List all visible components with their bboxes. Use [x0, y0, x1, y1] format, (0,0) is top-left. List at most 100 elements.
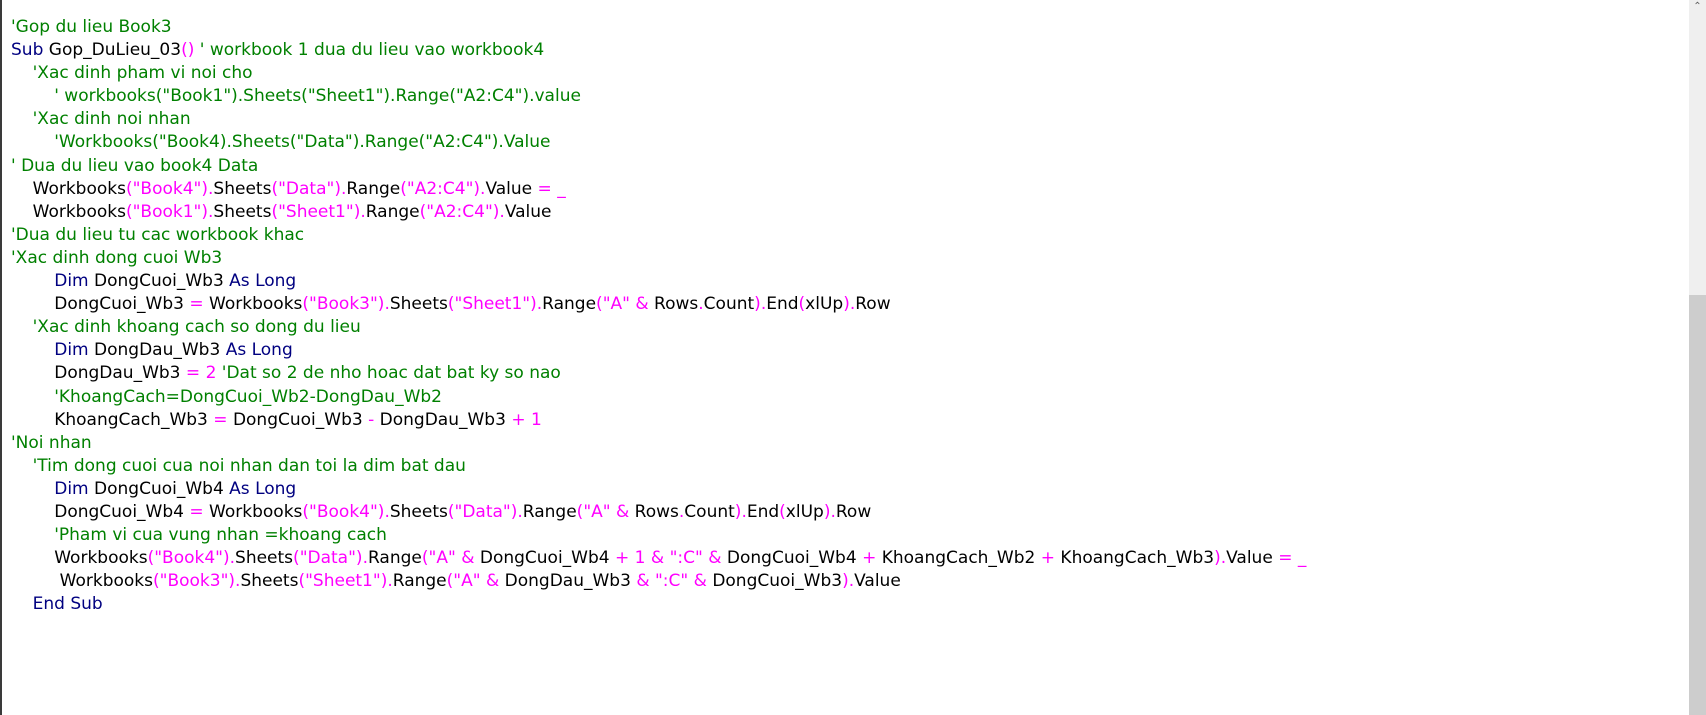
code-literal: .: [384, 294, 390, 315]
code-token: [11, 86, 54, 106]
code-literal: .: [760, 294, 767, 315]
code-literal: (: [798, 294, 806, 315]
code-line[interactable]: 'Xac dinh noi nhan: [11, 108, 1306, 131]
code-literal: &: [636, 571, 650, 592]
code-line[interactable]: Dim DongCuoi_Wb3 As Long: [11, 270, 1306, 293]
code-literal: +: [1040, 548, 1056, 569]
code-line[interactable]: 'Noi nhan: [11, 432, 1306, 455]
code-literal: .: [480, 178, 486, 199]
code-literal: ): [380, 571, 388, 592]
code-token: [11, 63, 33, 83]
scrollbar-thumb[interactable]: [1689, 295, 1706, 715]
code-token: [11, 571, 60, 591]
code-literal: .: [517, 501, 523, 522]
code-keyword: As: [229, 271, 250, 292]
code-keyword: Long: [251, 340, 293, 361]
code-line[interactable]: 'Xac dinh pham vi noi cho: [11, 62, 1306, 85]
code-line[interactable]: ' workbooks("Book1").Sheets("Sheet1").Ra…: [11, 85, 1306, 108]
code-token: DongDau_Wb3: [54, 363, 181, 384]
code-literal: =: [189, 501, 204, 522]
code-line[interactable]: 'Xac dinh dong cuoi Wb3: [11, 247, 1306, 270]
code-literal: (: [271, 178, 279, 199]
code-comment: 'KhoangCach=DongCuoi_Wb2-DongDau_Wb2: [54, 386, 442, 407]
code-line[interactable]: DongCuoi_Wb3 = Workbooks("Book3").Sheets…: [11, 293, 1306, 316]
code-token: [11, 456, 33, 476]
code-literal: +: [862, 548, 877, 569]
code-literal: .: [384, 501, 390, 522]
code-token: Value: [854, 571, 901, 592]
code-literal: (: [596, 294, 603, 315]
code-literal: (: [147, 548, 155, 569]
code-literal: ): [842, 571, 849, 592]
code-token: [11, 363, 54, 383]
code-comment: 'Pham vi cua vung nhan =khoang cach: [54, 525, 387, 546]
code-line[interactable]: ' Dua du lieu vao book4 Data: [11, 155, 1306, 178]
code-line[interactable]: DongDau_Wb3 = 2 'Dat so 2 de nho hoac da…: [11, 362, 1306, 385]
code-literal: .: [362, 548, 368, 569]
code-token: [11, 502, 54, 522]
code-line[interactable]: End Sub: [11, 593, 1306, 616]
code-literal: ): [843, 294, 850, 315]
code-line[interactable]: Workbooks("Book1").Sheets("Sheet1").Rang…: [11, 201, 1306, 224]
code-line[interactable]: 'Xac dinh khoang cach so dong du lieu: [11, 316, 1306, 339]
code-line[interactable]: Sub Gop_DuLieu_03() ' workbook 1 dua du …: [11, 39, 1306, 62]
code-token: KhoangCach_Wb3: [1060, 548, 1215, 569]
code-token: DongDau_Wb3: [504, 571, 631, 592]
code-line[interactable]: DongCuoi_Wb4 = Workbooks("Book4").Sheets…: [11, 501, 1306, 524]
code-literal: (: [152, 571, 160, 592]
code-line[interactable]: 'Workbooks("Book4).Sheets("Data").Range(…: [11, 131, 1306, 154]
code-literal: &: [650, 548, 665, 569]
code-literal: ): [1214, 548, 1221, 569]
code-line[interactable]: KhoangCach_Wb3 = DongCuoi_Wb3 - DongDau_…: [11, 409, 1306, 432]
code-literal: (: [271, 201, 279, 222]
code-literal: =: [185, 363, 201, 384]
code-line[interactable]: 'Gop du lieu Book3: [11, 16, 1306, 39]
code-token: [11, 479, 54, 499]
code-literal: ): [530, 294, 537, 315]
code-literal: _: [1297, 548, 1307, 569]
code-literal: (: [293, 548, 300, 569]
code-token: Value: [1226, 548, 1273, 569]
code-token: Sheets: [213, 178, 272, 199]
code-line[interactable]: 'KhoangCach=DongCuoi_Wb2-DongDau_Wb2: [11, 386, 1306, 409]
code-literal: (: [419, 201, 427, 222]
code-token: xlUp: [785, 501, 824, 522]
code-token: [11, 594, 33, 614]
code-line[interactable]: Dim DongDau_Wb3 As Long: [11, 339, 1306, 362]
code-literal: (: [446, 571, 454, 592]
code-token: [11, 387, 54, 407]
code-literal: "Book4": [154, 548, 223, 569]
code-literal: "A": [453, 571, 481, 592]
code-keyword: Dim: [54, 340, 89, 361]
code-literal: ":C": [654, 571, 689, 592]
code-literal: "Book4": [132, 178, 202, 199]
code-line[interactable]: 'Pham vi cua vung nhan =khoang cach: [11, 524, 1306, 547]
code-token: DongCuoi_Wb3: [54, 294, 184, 315]
code-comment: 'Xac dinh pham vi noi cho: [32, 63, 253, 84]
vertical-scrollbar[interactable]: ⌃: [1689, 0, 1706, 715]
code-line[interactable]: Workbooks("Book3").Sheets("Sheet1").Rang…: [11, 570, 1306, 593]
code-literal: =: [1278, 548, 1293, 569]
code-line[interactable]: Dim DongCuoi_Wb4 As Long: [11, 478, 1306, 501]
code-literal: ): [473, 178, 481, 199]
code-literal: .: [849, 294, 856, 315]
code-literal: .: [235, 571, 241, 592]
code-literal: "Book3": [159, 571, 229, 592]
code-comment: ' Dua du lieu vao book4 Data: [11, 155, 259, 176]
code-literal: .: [499, 201, 505, 222]
code-literal: ): [201, 178, 209, 199]
chevron-up-icon[interactable]: ⌃: [1693, 1, 1702, 12]
code-literal: =: [189, 294, 204, 315]
code-line[interactable]: Workbooks("Book4").Sheets("Data").Range(…: [11, 547, 1306, 570]
code-token: End: [766, 294, 799, 315]
code-token: [11, 132, 54, 152]
code-token: Sheets: [389, 501, 448, 522]
code-line[interactable]: 'Dua du lieu tu cac workbook khac: [11, 224, 1306, 247]
code-comment: 'Tim dong cuoi cua noi nhan dan toi la d…: [32, 455, 466, 476]
code-keyword: Dim: [54, 478, 89, 499]
code-keyword: Dim: [54, 271, 89, 292]
code-line[interactable]: 'Tim dong cuoi cua noi nhan dan toi la d…: [11, 455, 1306, 478]
code-line[interactable]: Workbooks("Book4").Sheets("Data").Range(…: [11, 178, 1306, 201]
